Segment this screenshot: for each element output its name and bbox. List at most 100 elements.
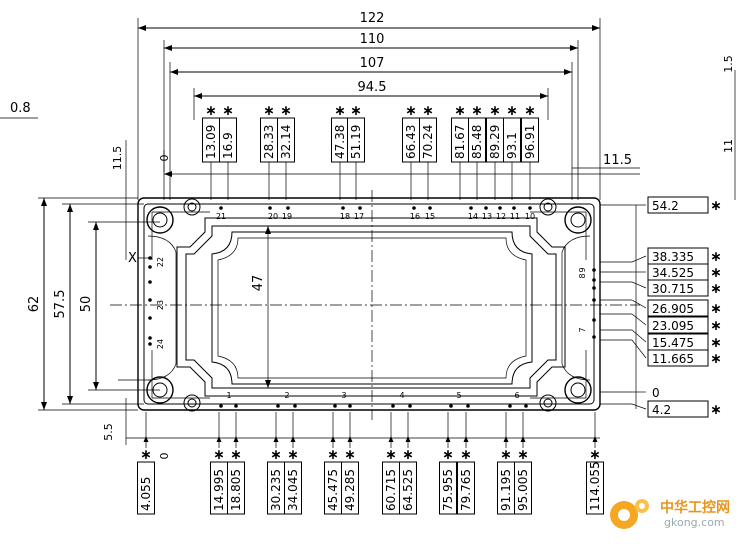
right-offset-3: ∗30.715 (600, 279, 722, 297)
right-offset-value: 0 (652, 386, 660, 400)
right-offset-4: ∗26.905 (600, 299, 722, 317)
dim-57-5: 57.5 (53, 290, 68, 319)
top-offset-value: 51.19 (349, 125, 363, 159)
top-offset-value: 47.38 (333, 125, 347, 159)
right-offset-5: ∗ 23.095 (600, 313, 722, 334)
dim-11-right: 11 (722, 139, 735, 153)
star-marker: ∗ (517, 447, 529, 463)
top-offset-10: 89.29∗ (486, 103, 504, 200)
right-offset-value: 15.475 (652, 336, 694, 350)
dim-107: 107 (360, 56, 385, 71)
watermark-brand: 中华工控网 (660, 499, 730, 516)
dim-47: 47 (251, 275, 266, 292)
pin-label-top: 10 (525, 212, 535, 221)
right-offset-7: ∗11.665 (600, 339, 722, 367)
pin-label-left: 23 (156, 300, 165, 310)
dim-50: 50 (79, 296, 94, 313)
bottom-offset-value: 45.475 (326, 469, 340, 511)
pin-label-top: 19 (282, 212, 292, 221)
pin-label-top: 13 (482, 212, 492, 221)
top-offset-9: 85.48∗ (468, 103, 486, 200)
dim-11-5-left: 11.5 (111, 146, 124, 171)
top-offset-7: 70.24∗ (419, 103, 437, 200)
star-marker: ∗ (344, 447, 356, 463)
x-mark: X (128, 251, 137, 266)
left-dimension-lines (38, 197, 160, 445)
star-marker: ∗ (280, 103, 292, 119)
right-offset-value: 54.2 (652, 199, 679, 213)
top-offset-value: 81.67 (453, 125, 467, 159)
right-offset-value: 26.905 (652, 302, 694, 316)
star-marker: ∗ (422, 103, 434, 119)
watermark-url: gkong.com (664, 516, 725, 529)
module-body (110, 190, 640, 420)
pin-label-bottom: 4 (399, 391, 404, 400)
bottom-offset-value: 114.055 (588, 461, 602, 511)
bottom-offset-2: 18.805∗ (227, 412, 245, 515)
star-marker: ∗ (287, 447, 299, 463)
gear-logo-icon (610, 499, 649, 529)
top-offset-value: 28.33 (262, 125, 276, 159)
right-offset-1: ∗ 38.335 (600, 247, 722, 265)
pin-label-top: 18 (340, 212, 350, 221)
star-marker: ∗ (442, 447, 454, 463)
pin-label-right: 7 (578, 327, 587, 332)
zero-top-label: 0 (158, 155, 171, 162)
bottom-offset-value: 30.235 (269, 469, 283, 511)
pin-label-top: 16 (410, 212, 420, 221)
top-offset-value: 93.1 (505, 132, 519, 159)
bottom-offset-8: 64.525 ∗ (399, 412, 417, 515)
pin-label-top: 17 (354, 212, 364, 221)
top-offset-0: 13.09∗ (202, 103, 220, 200)
bottom-offset-value: 95.005 (516, 469, 530, 511)
star-marker: ∗ (710, 198, 722, 214)
top-offset-value: 96.91 (523, 125, 537, 159)
star-marker: ∗ (263, 103, 275, 119)
right-offset-value: 11.665 (652, 352, 694, 366)
top-offset-value: 13.09 (204, 125, 218, 159)
dim-94-5: 94.5 (358, 80, 387, 95)
right-offset-value: 23.095 (652, 319, 694, 333)
star-marker: ∗ (222, 103, 234, 119)
top-offset-8: 81.67 ∗ (451, 103, 469, 200)
pin-label-bottom: 1 (226, 391, 231, 400)
bottom-offset-value: 91.195 (499, 469, 513, 511)
star-marker: ∗ (710, 318, 722, 334)
pin-label-top: 20 (268, 212, 278, 221)
pin-label-right: 9 (578, 267, 587, 272)
bottom-offset-value: 34.045 (286, 469, 300, 511)
bottom-offset-value: 79.765 (459, 469, 473, 511)
bottom-offset-12: 95.005 ∗ (514, 412, 532, 515)
star-marker: ∗ (710, 249, 722, 265)
pin-label-bottom: 6 (514, 391, 519, 400)
right-offset-value: 38.335 (652, 250, 694, 264)
bottom-offset-value: 75.955 (441, 469, 455, 511)
pin-label-top: 21 (216, 212, 226, 221)
star-marker: ∗ (213, 447, 225, 463)
bottom-offset-3: 30.235∗ (267, 412, 285, 515)
bottom-offset-10: 79.765 ∗ (457, 412, 475, 515)
star-marker: ∗ (460, 447, 472, 463)
star-marker: ∗ (454, 103, 466, 119)
bottom-offset-5: 45.475∗ (324, 412, 342, 515)
top-offset-value: 85.48 (470, 125, 484, 159)
top-offset-labels: 13.09∗16.9∗28.33∗32.14∗47.38∗51.19∗66.43… (202, 103, 539, 200)
bottom-offset-value: 64.525 (401, 469, 415, 511)
right-offset-9: ∗4.2 (600, 400, 722, 418)
star-marker: ∗ (334, 103, 346, 119)
star-marker: ∗ (710, 402, 722, 418)
bottom-offset-4: 34.045 ∗ (284, 412, 302, 515)
bottom-offset-11: 91.195 ∗ (497, 412, 515, 515)
pin-dots (148, 206, 596, 408)
right-offset-value: 30.715 (652, 282, 694, 296)
pin-label-top: 15 (425, 212, 435, 221)
dim-0-8: 0.8 (10, 101, 31, 116)
star-marker: ∗ (500, 447, 512, 463)
top-offset-12: 96.91 ∗ (521, 103, 539, 200)
top-offset-6: 66.43∗ (402, 103, 420, 200)
star-marker: ∗ (402, 447, 414, 463)
star-marker: ∗ (524, 103, 536, 119)
bottom-offset-0: 4.055∗ (137, 412, 155, 515)
